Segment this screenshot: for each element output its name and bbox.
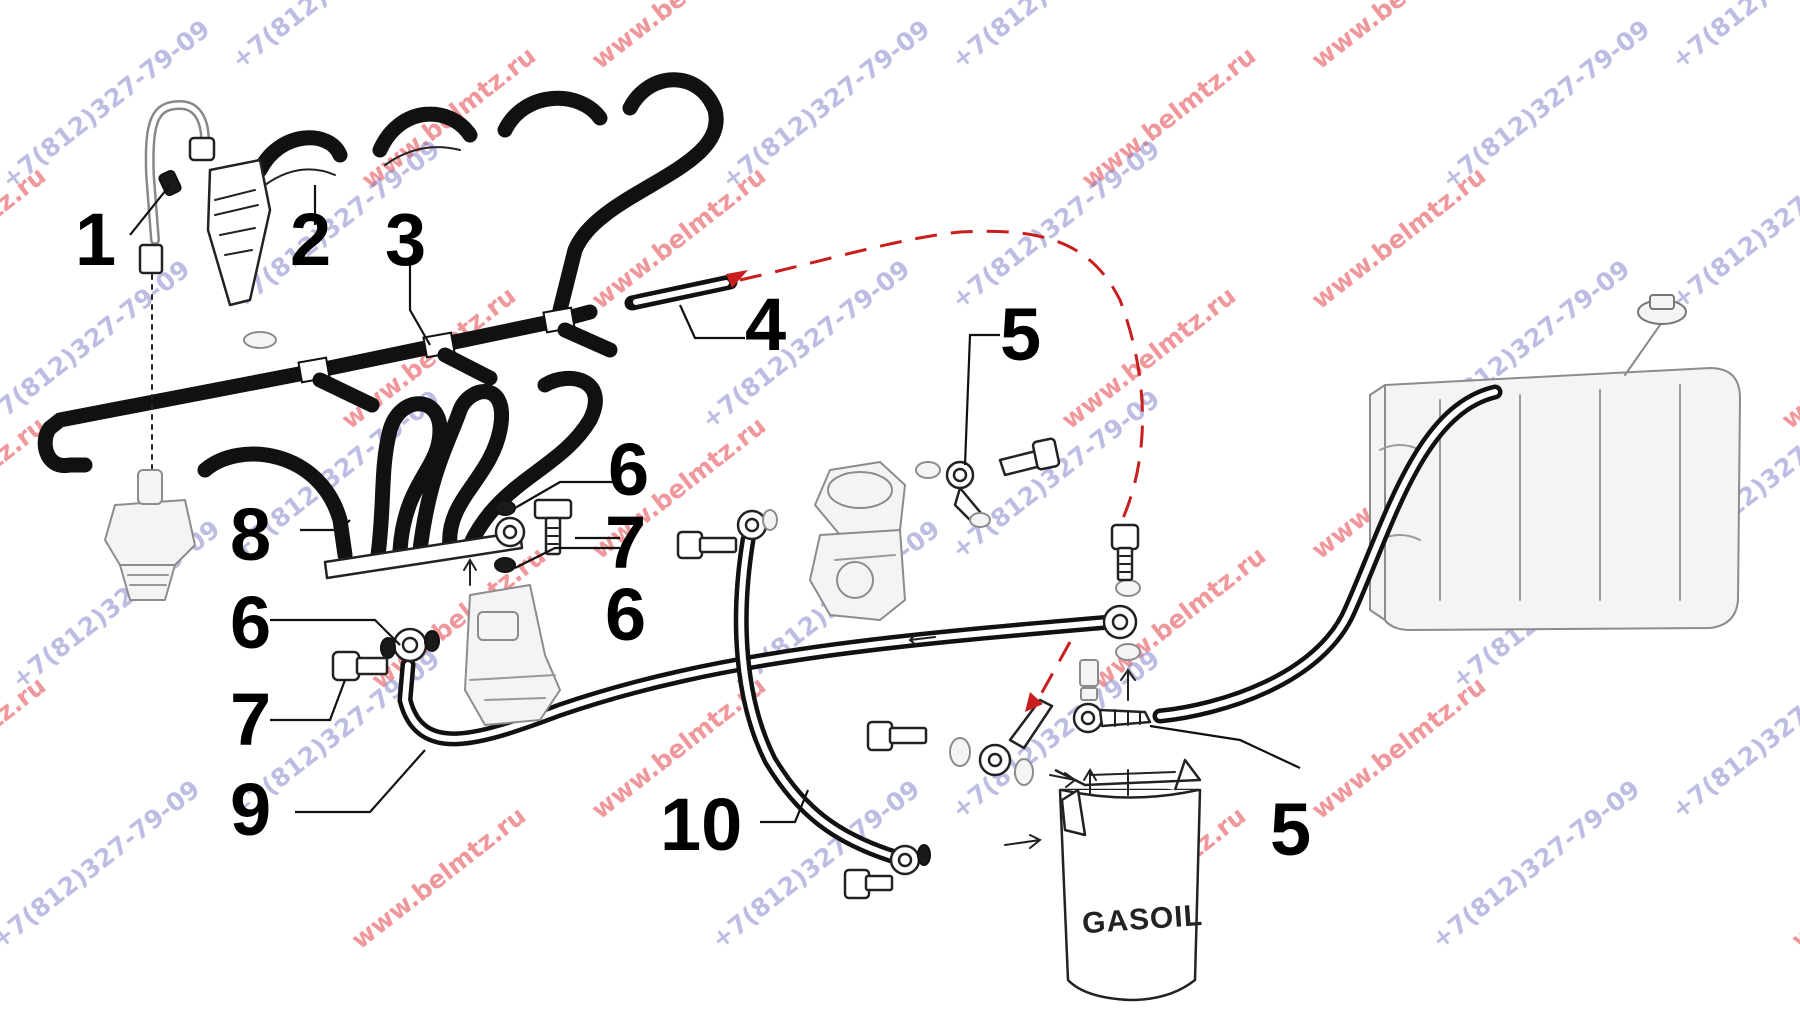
lift-pump (809, 461, 906, 621)
priming-pump (463, 558, 561, 726)
watermark-text: www.belmtz.ru (586, 0, 772, 75)
banjo-pipe-10-top (676, 509, 778, 560)
bolt-7-upper (494, 498, 573, 573)
callout-9: 9 (230, 768, 271, 851)
pipe-9 (397, 614, 1118, 747)
watermark-text: www.belmtz.ru (1306, 0, 1492, 75)
callout-6-upper: 6 (608, 428, 649, 511)
fuel-tank (1369, 294, 1741, 631)
flow-path (726, 229, 1144, 712)
pipe-10 (733, 532, 913, 868)
callout-6-left: 6 (230, 581, 271, 664)
filter-inlet-fitting (866, 698, 1077, 788)
watermark-text: www.belmtz.ru (1306, 671, 1492, 825)
watermark-text: www.belmtz.ru (1776, 281, 1800, 435)
watermark-text: www.belmtz.ru (0, 0, 51, 75)
callout-4: 4 (745, 283, 786, 366)
return-manifold-3 (37, 304, 618, 473)
watermark-text: www.belmtz.ru (0, 161, 51, 315)
watermark-text: +7(812)327-79-09 (1666, 644, 1800, 824)
injector-fitting-1 (138, 100, 277, 471)
watermark-text: +7(812)327-79-09 (946, 134, 1166, 314)
tank-hose (1152, 384, 1503, 724)
watermark-text: +7(812)327-79-09 (1666, 0, 1800, 75)
feed-pump (104, 469, 196, 601)
watermark-text: www.belmtz.ru (1306, 161, 1492, 315)
hoses-2 (252, 72, 724, 318)
watermark-text: +7(812)327-79-09 (0, 774, 205, 954)
watermark-text: +7(812)327-79-09 (1426, 774, 1646, 954)
banjo-fitting-5-lower (1072, 659, 1152, 734)
callout-8: 8 (230, 493, 271, 576)
callout-6-lower: 6 (605, 573, 646, 656)
callout-1: 1 (75, 198, 116, 281)
callout-7-upper: 7 (605, 501, 646, 584)
hoses-8 (197, 370, 603, 580)
callout-3: 3 (385, 198, 426, 281)
watermark-text: www.belmtz.ru (1796, 41, 1800, 195)
watermark-text: www.belmtz.ru (346, 801, 532, 955)
callout-10: 10 (660, 783, 742, 866)
fuel-filter: GASOIL (1004, 758, 1204, 1002)
watermark-text: +7(812)327-79-09 (946, 0, 1166, 75)
banjo-fitting-5-upper (915, 437, 1061, 528)
watermark-text: +7(812)327-79-09 (1666, 134, 1800, 314)
banjo-pipe-10-bottom (843, 844, 931, 900)
callout-5-lower: 5 (1270, 788, 1311, 871)
watermark-text: +7(812)327-79-09 (226, 0, 446, 75)
callout-5-upper: 5 (1000, 293, 1041, 376)
pipe-4 (624, 274, 738, 311)
callout-labels: 1 2 3 4 5 5 6 6 6 7 7 8 9 10 (75, 198, 1311, 871)
watermark-text: www.belmtz.ru (0, 671, 51, 825)
callout-2: 2 (290, 198, 331, 281)
callout-7-left: 7 (230, 678, 271, 761)
watermark-text: www.belmtz.ru (1786, 801, 1800, 955)
banjo-pipe-9-right (1102, 523, 1141, 661)
banjo-pipe-9-left (331, 627, 440, 682)
leader-lines (129, 184, 1301, 824)
